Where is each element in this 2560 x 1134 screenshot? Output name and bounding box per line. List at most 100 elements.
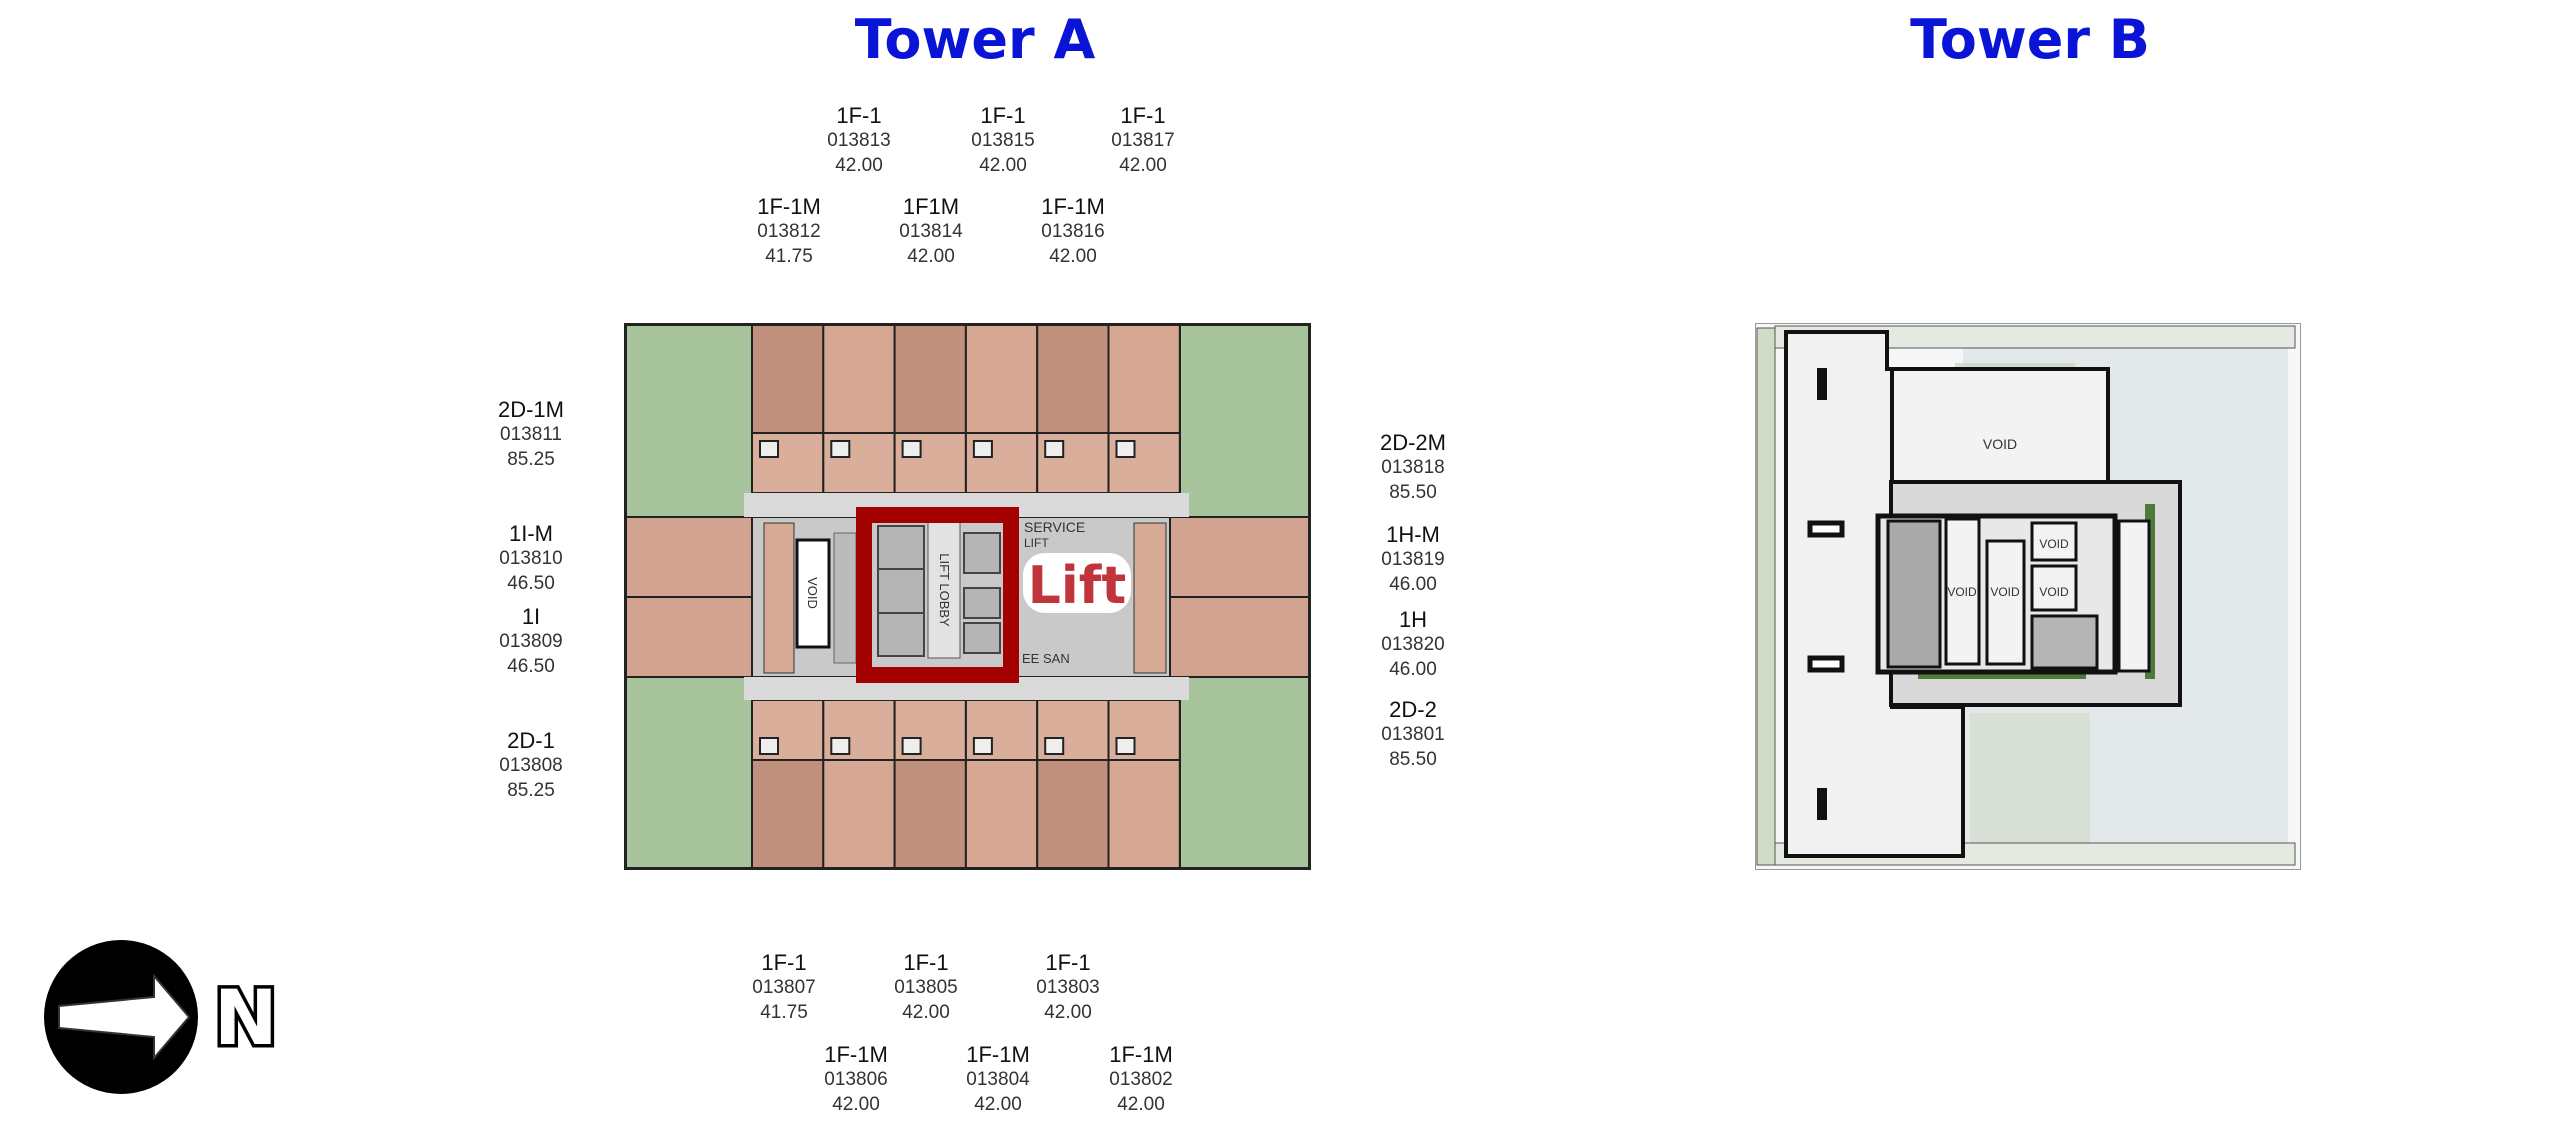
green-unit-bottom-left[interactable] xyxy=(625,676,753,869)
unit-type: 1F-1M xyxy=(966,1042,1030,1067)
unit-area: 42.00 xyxy=(1049,246,1097,267)
unit-area: 41.75 xyxy=(765,246,813,267)
unit-module[interactable] xyxy=(964,759,1039,869)
unit-code: 013810 xyxy=(499,548,563,569)
lift-label: Lift xyxy=(1028,556,1126,616)
lift-highlight-frame[interactable] xyxy=(856,507,1019,683)
unit-type: 2D-1 xyxy=(507,728,555,753)
unit-type: 1H xyxy=(1398,607,1428,632)
fixture xyxy=(1044,737,1065,755)
unit-type: 1I-M xyxy=(509,521,553,546)
unit-type: 1F-1 xyxy=(761,950,807,975)
void-shaft xyxy=(795,538,831,649)
facade-top xyxy=(1774,325,2296,349)
unit-area: 42.00 xyxy=(974,1094,1022,1115)
unit-area: 85.25 xyxy=(507,449,555,470)
san-label: SAN xyxy=(1043,651,1070,666)
unit-area: 46.00 xyxy=(1389,659,1437,680)
void-label: VOID xyxy=(2039,537,2069,551)
void-shaft xyxy=(1944,517,1981,666)
unit-area: 42.00 xyxy=(835,155,883,176)
void-label: VOID xyxy=(1990,585,2020,599)
unit-area: 42.00 xyxy=(832,1094,880,1115)
unit-area: 42.00 xyxy=(907,246,955,267)
facade-strip-left xyxy=(1756,327,1776,866)
core-washrooms-left xyxy=(763,522,795,674)
unit-area: 46.00 xyxy=(1389,574,1437,595)
stairs-small xyxy=(2030,614,2099,670)
fixture xyxy=(1115,737,1136,755)
unit-module[interactable] xyxy=(893,759,967,869)
unit-area: 85.25 xyxy=(507,780,555,801)
unit-type: 1F-1M xyxy=(1041,194,1105,219)
unit-1h[interactable] xyxy=(1169,596,1310,678)
landscape-garden xyxy=(1970,713,2090,843)
unit-code: 013815 xyxy=(971,130,1035,151)
tower-b-title: Tower B xyxy=(1910,8,2150,71)
fixture xyxy=(759,440,779,458)
unit-1i[interactable] xyxy=(625,596,753,678)
green-unit-top-left[interactable] xyxy=(625,324,753,518)
unit-1h-m[interactable] xyxy=(1169,516,1310,598)
unit-type: 2D-1M xyxy=(497,397,564,422)
unit-code: 013812 xyxy=(757,221,821,242)
lift-cars-right xyxy=(963,532,1001,574)
unit-module[interactable] xyxy=(822,324,896,434)
stair xyxy=(833,532,857,664)
unit-module[interactable] xyxy=(893,324,967,434)
unit-module[interactable] xyxy=(751,759,825,869)
unit-area: 85.50 xyxy=(1389,749,1437,770)
unit-code: 013804 xyxy=(966,1069,1030,1090)
unit-type: 1F-1M xyxy=(824,1042,888,1067)
unit-type: 1F-1 xyxy=(1045,950,1091,975)
lift-label-bubble xyxy=(1023,553,1131,613)
tower-a-floor-plan: VOID LIFT LOBBY SERVICE LIFT EE SAN Lift xyxy=(624,323,1311,870)
unit-module[interactable] xyxy=(822,759,896,869)
unit-type: 1H-M xyxy=(1386,522,1440,547)
fixture xyxy=(1115,440,1136,458)
unit-code: 013820 xyxy=(1381,634,1445,655)
unit-code: 013805 xyxy=(894,977,958,998)
green-unit-bottom-right[interactable] xyxy=(1179,676,1310,869)
fixture xyxy=(759,737,779,755)
stairs xyxy=(1886,519,1942,669)
void-label: VOID xyxy=(1983,436,2017,452)
green-unit-top-right[interactable] xyxy=(1179,324,1310,518)
unit-area: 42.00 xyxy=(979,155,1027,176)
unit-type: 1I xyxy=(521,604,541,629)
unit-module[interactable] xyxy=(1107,324,1181,434)
unit-module[interactable] xyxy=(751,324,825,434)
void-label: VOID xyxy=(805,577,820,609)
arrow-right-icon xyxy=(58,973,191,1061)
unit-module[interactable] xyxy=(1036,759,1110,869)
unit-module[interactable] xyxy=(1036,324,1110,434)
lift-lobby-label: LIFT LOBBY xyxy=(937,553,952,627)
service-lift-label: LIFT xyxy=(1024,536,1049,550)
unit-type: 1F-1M xyxy=(1109,1042,1173,1067)
unit-type: 1F-1 xyxy=(1120,103,1166,128)
unit-module[interactable] xyxy=(1107,759,1181,869)
unit-1i-m[interactable] xyxy=(625,516,753,598)
void-upper xyxy=(1890,367,2110,484)
unit-module[interactable] xyxy=(964,324,1039,434)
